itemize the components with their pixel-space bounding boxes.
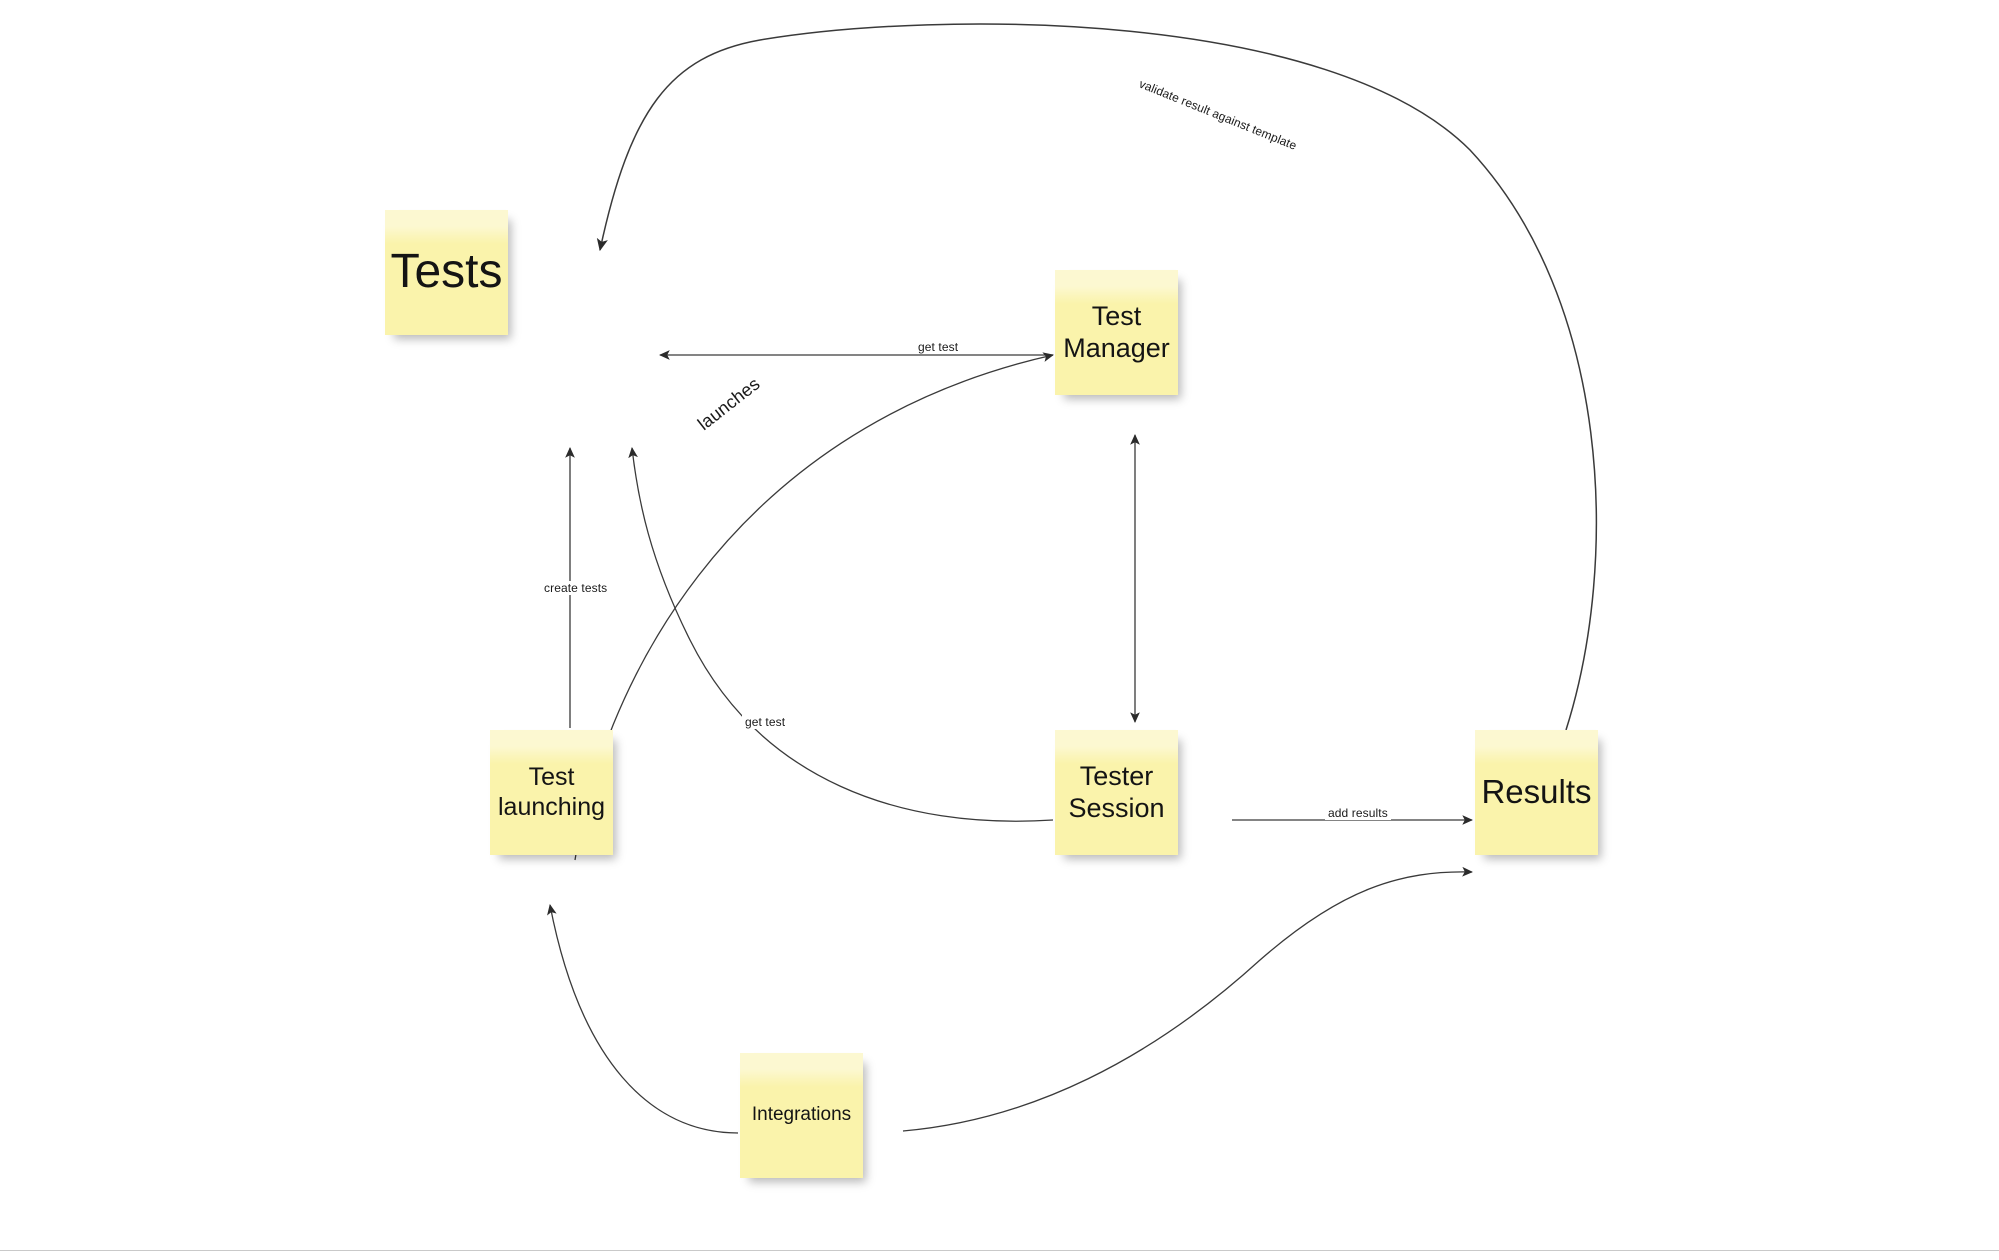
note-results[interactable]: Results	[1475, 730, 1598, 855]
edge-integrations-to-results	[902, 866, 1473, 1132]
note-integrations[interactable]: Integrations	[740, 1053, 863, 1178]
note-test-launching[interactable]: Test launching	[490, 730, 613, 855]
note-test-manager[interactable]: Test Manager	[1055, 270, 1178, 395]
note-tests-label: Tests	[390, 245, 503, 299]
note-test-manager-label: Test Manager	[1063, 300, 1170, 363]
edge-label-validate-result-against-template: validate result against template	[1134, 75, 1302, 154]
edge-test-launching-to-manager	[574, 352, 1054, 861]
edge-label-create-tests: create tests	[541, 581, 611, 595]
note-results-label: Results	[1481, 773, 1592, 811]
edge-integrations-to-launching	[547, 904, 739, 1134]
edge-label-get-test-session: get test	[742, 715, 789, 729]
note-tester-session[interactable]: Tester Session	[1055, 730, 1178, 855]
note-integrations-label: Integrations	[751, 1104, 852, 1126]
bottom-divider	[0, 1250, 1999, 1251]
edge-tester-session-to-tests	[628, 447, 1054, 822]
edge-label-add-results: add results	[1325, 806, 1391, 820]
note-test-launching-label: Test launching	[497, 763, 606, 821]
note-tester-session-label: Tester Session	[1068, 760, 1165, 823]
edge-label-get-test-manager: get test	[915, 340, 962, 354]
note-tests[interactable]: Tests	[385, 210, 508, 335]
edge-label-launches: launches	[691, 371, 767, 437]
